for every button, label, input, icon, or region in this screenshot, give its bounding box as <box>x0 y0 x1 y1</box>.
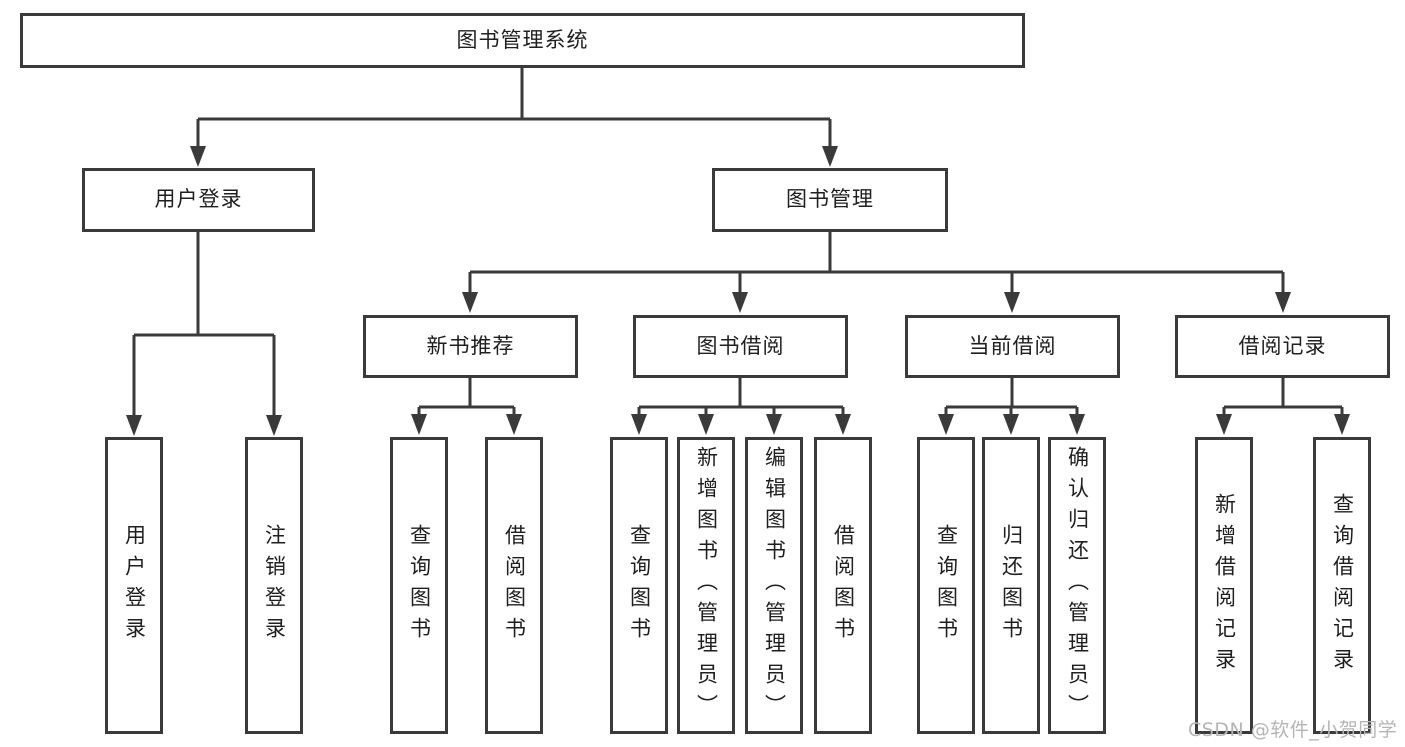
node-root-label: 图书管理系统 <box>456 27 589 52</box>
node-borrow-records-label: 借阅记录 <box>1238 333 1327 358</box>
node-root: 图书管理系统 <box>20 13 1025 68</box>
node-user-login-label: 用户登录 <box>154 187 243 212</box>
node-borrow-records: 借阅记录 <box>1175 315 1390 378</box>
csdn-watermark: CSDN @软件_小贺同学 <box>1188 719 1398 741</box>
leaf-add-borrow-record-label: 新增借阅记录 <box>1212 492 1237 679</box>
node-book-management-label: 图书管理 <box>786 187 874 212</box>
node-current-borrow-label: 当前借阅 <box>968 333 1057 358</box>
leaf-logout: 注销登录 <box>245 437 303 734</box>
leaf-user-login: 用户登录 <box>105 437 163 734</box>
node-current-borrow: 当前借阅 <box>905 315 1120 378</box>
leaf-query-books-3-label: 查询图书 <box>934 523 959 648</box>
leaf-confirm-return-admin-label: 确认归还（管理员） <box>1065 446 1090 725</box>
leaf-borrow-books-2: 借阅图书 <box>814 437 872 734</box>
leaf-borrow-books-2-label: 借阅图书 <box>831 523 856 648</box>
node-new-book-recommend-label: 新书推荐 <box>426 333 515 358</box>
leaf-return-book-label: 归还图书 <box>999 523 1024 648</box>
leaf-add-book-admin: 新增图书（管理员） <box>677 437 735 734</box>
node-book-management: 图书管理 <box>712 168 948 232</box>
leaf-query-books-2-label: 查询图书 <box>627 523 652 648</box>
leaf-add-borrow-record: 新增借阅记录 <box>1195 437 1253 734</box>
leaf-borrow-books-1-label: 借阅图书 <box>502 523 527 648</box>
node-book-borrow: 图书借阅 <box>633 315 848 378</box>
leaf-user-login-label: 用户登录 <box>122 523 147 648</box>
leaf-add-book-admin-label: 新增图书（管理员） <box>694 446 719 725</box>
node-book-borrow-label: 图书借阅 <box>696 333 785 358</box>
leaf-query-books-1: 查询图书 <box>390 437 448 734</box>
leaf-query-borrow-record: 查询借阅记录 <box>1313 437 1371 734</box>
leaf-logout-label: 注销登录 <box>262 523 287 648</box>
leaf-query-books-2: 查询图书 <box>610 437 668 734</box>
leaf-edit-book-admin-label: 编辑图书（管理员） <box>762 446 787 725</box>
leaf-query-books-3: 查询图书 <box>917 437 975 734</box>
leaf-query-borrow-record-label: 查询借阅记录 <box>1330 492 1355 679</box>
leaf-query-books-1-label: 查询图书 <box>407 523 432 648</box>
leaf-return-book: 归还图书 <box>982 437 1040 734</box>
leaf-edit-book-admin: 编辑图书（管理员） <box>745 437 803 734</box>
node-user-login: 用户登录 <box>82 168 315 232</box>
node-new-book-recommend: 新书推荐 <box>363 315 578 378</box>
leaf-confirm-return-admin: 确认归还（管理员） <box>1048 437 1106 734</box>
leaf-borrow-books-1: 借阅图书 <box>485 437 543 734</box>
